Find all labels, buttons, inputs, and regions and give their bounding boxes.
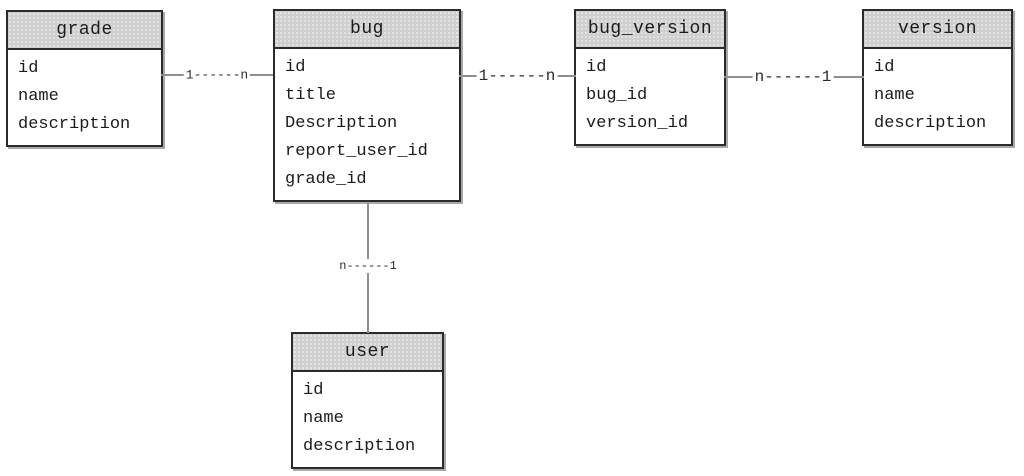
entity-table-user: user id name description: [291, 332, 444, 469]
entity-fields-version: id name description: [864, 49, 1011, 144]
entity-fields-grade: id name description: [8, 50, 161, 145]
field: name: [874, 86, 915, 105]
entity-table-grade: grade id name description: [6, 10, 163, 147]
entity-table-version: version id name description: [862, 9, 1013, 146]
cardinality-label-bug-bug-version: 1------n: [476, 67, 558, 85]
entity-title-bug: bug: [275, 11, 459, 49]
field: name: [303, 409, 344, 428]
cardinality-label-grade-bug: 1------n: [183, 67, 251, 83]
entity-fields-user: id name description: [293, 372, 442, 467]
field: id: [586, 58, 607, 77]
field: description: [18, 115, 131, 134]
field: id: [18, 59, 39, 78]
field: report_user_id: [285, 142, 428, 161]
field: version_id: [586, 114, 689, 133]
entity-table-bug-version: bug_version id bug_id version_id: [574, 9, 726, 146]
cardinality-label-bug-version-version: n------1: [752, 68, 834, 86]
field: description: [874, 114, 987, 133]
field: description: [303, 437, 416, 456]
field: id: [303, 381, 324, 400]
field: title: [285, 86, 337, 105]
field: bug_id: [586, 86, 648, 105]
field: id: [285, 58, 306, 77]
entity-title-user: user: [293, 334, 442, 372]
entity-title-grade: grade: [8, 12, 161, 50]
entity-table-bug: bug id title Description report_user_id …: [273, 9, 461, 202]
field: id: [874, 58, 895, 77]
field: Description: [285, 114, 398, 133]
entity-fields-bug: id title Description report_user_id grad…: [275, 49, 459, 200]
entity-title-bug-version: bug_version: [576, 11, 724, 49]
field: grade_id: [285, 170, 367, 189]
cardinality-label-bug-user: n------1: [337, 259, 399, 273]
entity-fields-bug-version: id bug_id version_id: [576, 49, 724, 144]
entity-title-version: version: [864, 11, 1011, 49]
field: name: [18, 87, 59, 106]
